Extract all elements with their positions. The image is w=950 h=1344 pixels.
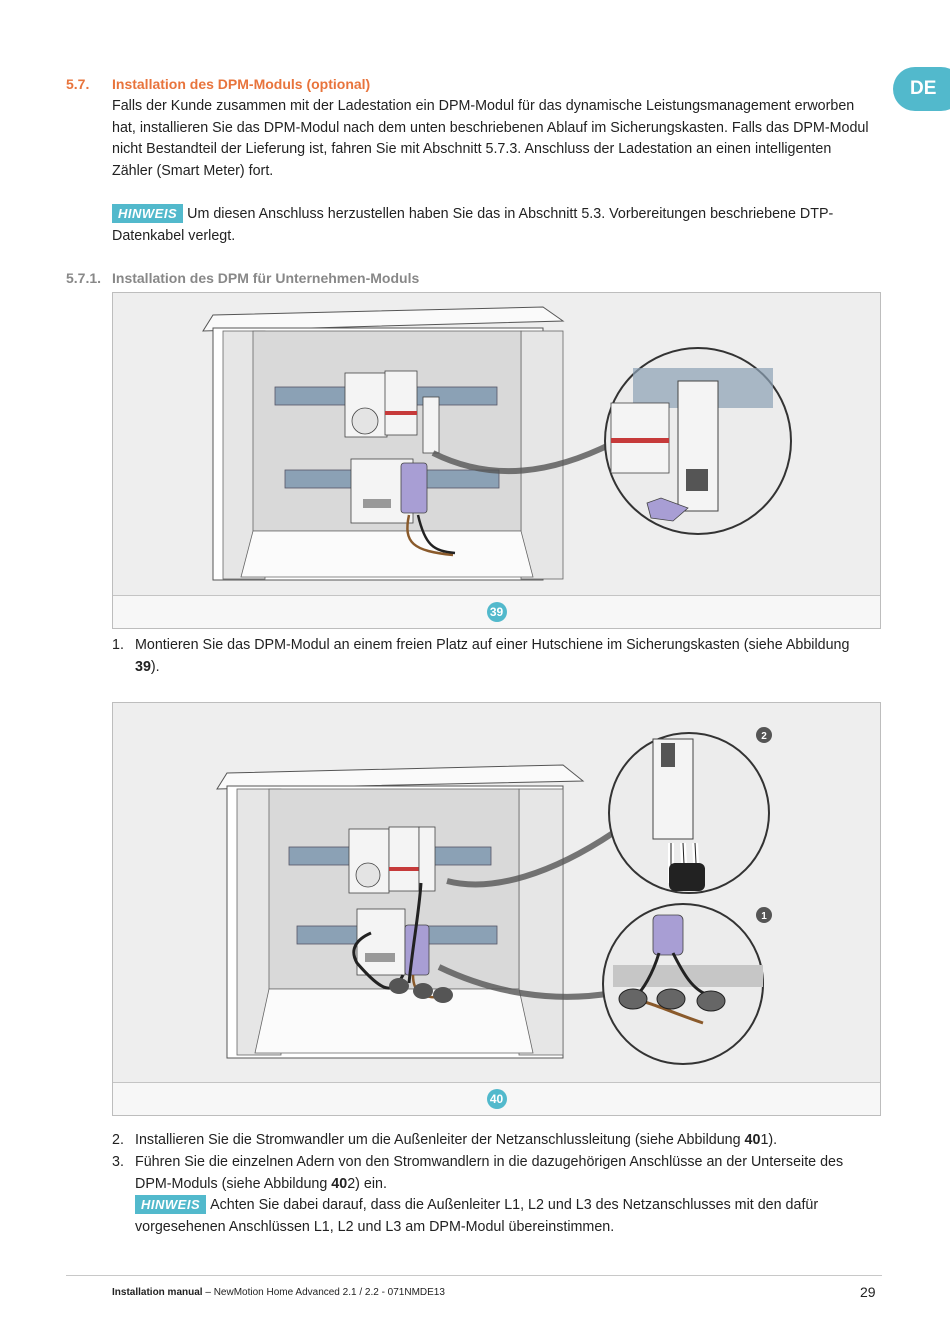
footer-divider	[66, 1275, 882, 1276]
section-number: 5.7.	[66, 76, 90, 92]
language-tab: DE	[893, 67, 950, 111]
figure-number-badge: 39	[486, 602, 507, 622]
step-text: Führen Sie die einzelnen Adern von den S…	[135, 1154, 844, 1170]
step-text: 2) ein.	[347, 1175, 387, 1192]
intro-line: hat, installieren Sie das DPM-Modul nach…	[112, 119, 869, 136]
list-item: 1. Montieren Sie das DPM-Modul an einem …	[112, 635, 882, 678]
list-item: 3. Führen Sie die einzelnen Adern von de…	[112, 1152, 882, 1239]
note-text: Um diesen Anschluss herzustellen haben S…	[187, 206, 834, 222]
footer-doc-rest: – NewMotion Home Advanced 2.1 / 2.2 - 07…	[202, 1287, 445, 1298]
figure-caption-bar: 40	[113, 1082, 880, 1115]
step-number: 1.	[112, 637, 124, 653]
intro-line: Falls der Kunde zusammen mit der Ladesta…	[112, 98, 855, 114]
intro-line: Zähler (Smart Meter) fort.	[112, 163, 274, 180]
figure-reference: 39	[135, 658, 151, 675]
hinweis-badge: HINWEIS	[135, 1195, 207, 1215]
step-text: Installieren Sie die Stromwandler um die…	[135, 1132, 745, 1148]
note-text: Datenkabel verlegt.	[112, 227, 236, 244]
section-title: Installation des DPM-Moduls (optional)	[112, 76, 371, 92]
figure-number-badge: 40	[486, 1089, 507, 1109]
step-text: DPM-Moduls (siehe Abbildung	[135, 1175, 332, 1192]
figure-40: 2 1 40	[112, 702, 881, 1116]
step-number: 2.	[112, 1132, 124, 1148]
step-text: Montieren Sie das DPM-Modul an einem fre…	[135, 637, 850, 653]
footer-doc-title: Installation manual – NewMotion Home Adv…	[112, 1287, 445, 1298]
note-text: vorgesehenen Anschlüssen L1, L2 und L3 a…	[135, 1219, 615, 1236]
callout-1: 1	[761, 911, 767, 922]
current-transformer-illustration: 2 1	[216, 727, 772, 1065]
figure-reference: 40	[744, 1132, 761, 1148]
list-item: 2. Installieren Sie die Stromwandler um …	[112, 1130, 882, 1152]
step-text: 1).	[760, 1132, 778, 1148]
figure-39: 39	[112, 292, 881, 629]
fuse-box-illustration	[202, 306, 792, 581]
figure-reference: 40	[331, 1175, 348, 1192]
page-number: 29	[860, 1284, 876, 1300]
subsection-title: Installation des DPM für Unternehmen-Mod…	[112, 270, 420, 286]
section-intro: Falls der Kunde zusammen mit der Ladesta…	[112, 96, 892, 183]
note-text: Achten Sie dabei darauf, dass die Außenl…	[210, 1197, 819, 1214]
step-text: ).	[150, 658, 160, 675]
footer-doc-bold: Installation manual	[112, 1287, 203, 1298]
callout-2: 2	[761, 731, 767, 742]
subsection-number: 5.7.1.	[66, 270, 102, 286]
figure-caption-bar: 39	[113, 595, 880, 628]
hinweis-badge: HINWEIS	[112, 204, 184, 223]
step-number: 3.	[112, 1154, 124, 1170]
intro-line: nicht Bestandteil der Lieferung ist, fah…	[112, 141, 832, 158]
